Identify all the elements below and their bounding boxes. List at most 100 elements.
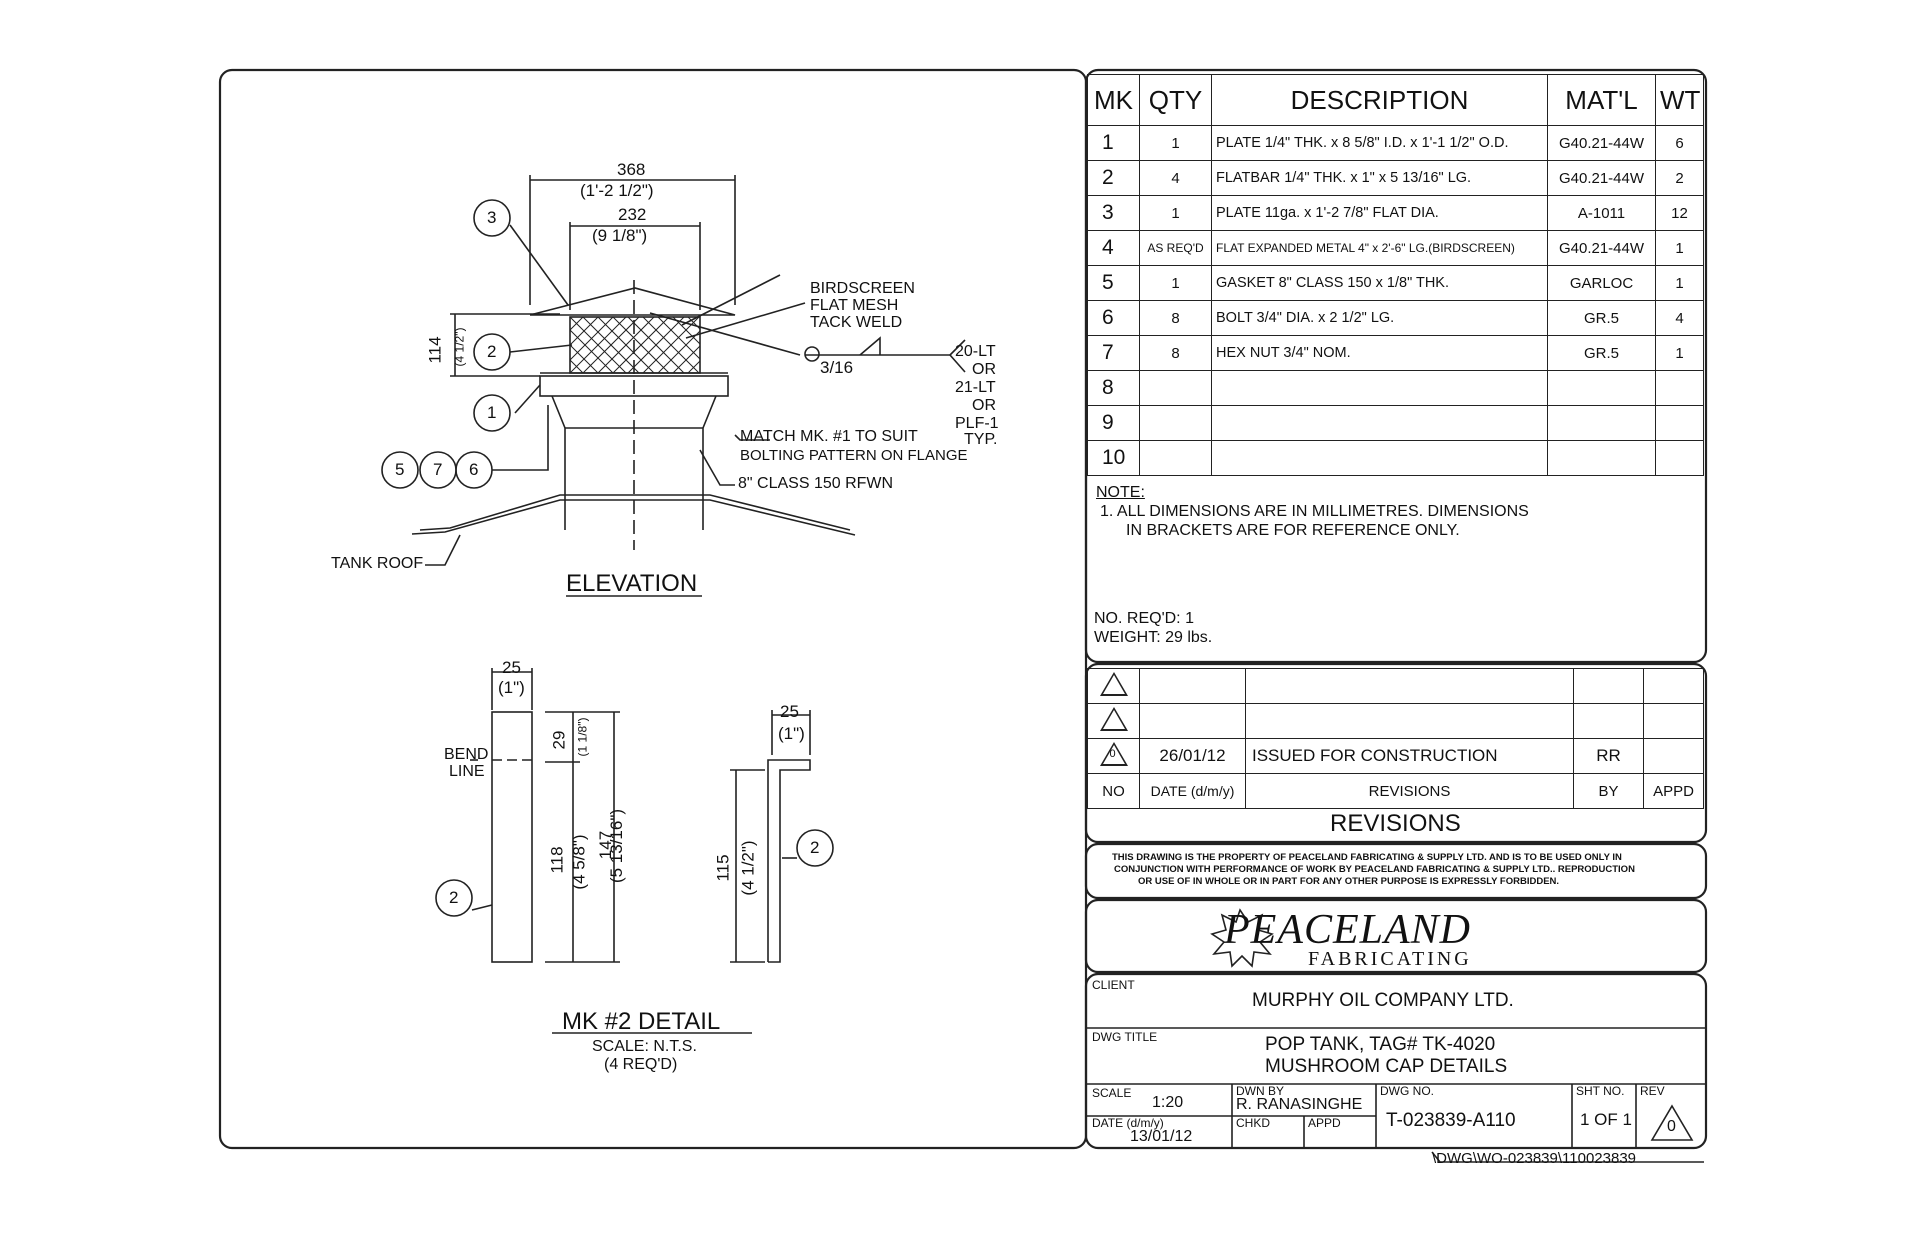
bom-wt: 1 bbox=[1655, 335, 1704, 371]
bom-mk: 4 bbox=[1087, 230, 1140, 266]
detail-qty: (4 REQ'D) bbox=[604, 1056, 678, 1073]
detail-side-dim-25-in: (1") bbox=[778, 724, 805, 743]
detail-dim-115: 115 bbox=[713, 854, 733, 882]
rev-by: RR bbox=[1573, 738, 1644, 774]
logo-sub: FABRICATING bbox=[1308, 948, 1472, 970]
bom-matl: GR.5 bbox=[1547, 335, 1656, 371]
appd-label: APPD bbox=[1308, 1116, 1341, 1130]
weld-spec-2: OR bbox=[972, 361, 996, 378]
logo-name: PEACELAND bbox=[1224, 907, 1471, 953]
weld-spec-1: 20-LT bbox=[955, 343, 996, 360]
rev-date: 26/01/12 bbox=[1139, 738, 1246, 774]
dwg-title-label: DWG TITLE bbox=[1092, 1030, 1158, 1044]
bom-desc bbox=[1211, 370, 1548, 406]
detail-balloon-2b: 2 bbox=[810, 838, 820, 857]
bom-desc: PLATE 11ga. x 1'-2 7/8" FLAT DIA. bbox=[1211, 195, 1548, 231]
label-tack-weld: TACK WELD bbox=[810, 314, 903, 331]
rev-by bbox=[1573, 703, 1644, 739]
table-row: 8 bbox=[1087, 370, 1704, 406]
drawing-path: \DWG\WO-023839\110023839 bbox=[1432, 1150, 1637, 1167]
bom-qty: 1 bbox=[1139, 265, 1212, 301]
dwg-no-value: T-023839-A110 bbox=[1386, 1110, 1516, 1131]
bom-qty: 1 bbox=[1139, 125, 1212, 161]
label-weld-size: 3/16 bbox=[820, 358, 854, 377]
bom-matl: G40.21-44W bbox=[1547, 230, 1656, 266]
rev-header-no: NO bbox=[1087, 773, 1140, 809]
bom-wt: 1 bbox=[1655, 230, 1704, 266]
total-weight: WEIGHT: 29 lbs. bbox=[1094, 629, 1213, 646]
note-line-2: IN BRACKETS ARE FOR REFERENCE ONLY. bbox=[1126, 522, 1460, 539]
bom-matl bbox=[1547, 440, 1656, 476]
rev-by bbox=[1573, 668, 1644, 704]
bom-desc: GASKET 8" CLASS 150 x 1/8" THK. bbox=[1211, 265, 1548, 301]
rev-desc bbox=[1245, 668, 1574, 704]
detail-dim-29: 29 bbox=[549, 730, 569, 750]
bom-qty bbox=[1139, 405, 1212, 441]
note-title: NOTE: bbox=[1096, 484, 1145, 501]
sheet-label: SHT NO. bbox=[1576, 1084, 1625, 1098]
balloon-2: 2 bbox=[487, 342, 497, 361]
dwn-by-value: R. RANASINGHE bbox=[1236, 1096, 1363, 1113]
detail-dim-118-in: (4 5/8") bbox=[569, 834, 589, 890]
elevation-title: ELEVATION bbox=[566, 570, 698, 597]
rev-date bbox=[1139, 668, 1246, 704]
bom-matl: G40.21-44W bbox=[1547, 160, 1656, 196]
elevation-dim-368: 368 bbox=[617, 160, 646, 179]
detail-scale: SCALE: N.T.S. bbox=[592, 1038, 697, 1055]
sheet-value: 1 OF 1 bbox=[1580, 1110, 1632, 1129]
rev-desc: ISSUED FOR CONSTRUCTION bbox=[1245, 738, 1574, 774]
bom-wt: 4 bbox=[1655, 300, 1704, 336]
detail-dim-115-in: (4 1/2") bbox=[738, 840, 758, 896]
bom-wt: 1 bbox=[1655, 265, 1704, 301]
detail-dim-29-in: (1 1/8") bbox=[575, 717, 590, 757]
label-bend: BEND bbox=[444, 746, 489, 763]
rev-no bbox=[1087, 668, 1140, 704]
bom-header-material: MAT'L bbox=[1547, 74, 1656, 126]
bom-qty: 4 bbox=[1139, 160, 1212, 196]
balloon-1: 1 bbox=[487, 403, 497, 422]
elevation-dim-114-in: (4 1/2") bbox=[452, 327, 467, 367]
rev-appd bbox=[1643, 668, 1704, 704]
bom-matl bbox=[1547, 370, 1656, 406]
balloon-7: 7 bbox=[433, 460, 443, 479]
bom-desc bbox=[1211, 405, 1548, 441]
dwn-by-label: DWN BY bbox=[1236, 1084, 1284, 1098]
client-name: MURPHY OIL COMPANY LTD. bbox=[1252, 990, 1514, 1011]
bom-desc: HEX NUT 3/4" NOM. bbox=[1211, 335, 1548, 371]
disclaimer-line-1: THIS DRAWING IS THE PROPERTY OF PEACELAN… bbox=[1112, 852, 1622, 863]
bom-header-qty: QTY bbox=[1139, 74, 1212, 126]
detail-dim-147-in: (5 13/16") bbox=[607, 808, 627, 884]
bom-matl: G40.21-44W bbox=[1547, 125, 1656, 161]
bom-matl: GARLOC bbox=[1547, 265, 1656, 301]
detail-side-dim-25: 25 bbox=[780, 702, 799, 721]
dwg-no-label: DWG NO. bbox=[1380, 1084, 1434, 1098]
balloon-6: 6 bbox=[469, 460, 479, 479]
bom-header: MK QTY DESCRIPTION MAT'L WT bbox=[1087, 74, 1704, 126]
weld-spec-3: 21-LT bbox=[955, 379, 996, 396]
bom-header-weight: WT bbox=[1655, 74, 1704, 126]
bom-mk: 7 bbox=[1087, 335, 1140, 371]
weld-spec-5: PLF-1 bbox=[955, 415, 999, 432]
elevation-dim-368-in: (1'-2 1/2") bbox=[580, 181, 654, 200]
rev-date bbox=[1139, 703, 1246, 739]
bom-header-mk: MK bbox=[1087, 74, 1140, 126]
bom-mk: 10 bbox=[1087, 440, 1140, 476]
date-value: 13/01/12 bbox=[1130, 1128, 1193, 1145]
bom-qty: AS REQ'D bbox=[1139, 230, 1212, 266]
rev-appd bbox=[1643, 738, 1704, 774]
bom-matl: GR.5 bbox=[1547, 300, 1656, 336]
balloon-5: 5 bbox=[395, 460, 405, 479]
chkd-label: CHKD bbox=[1236, 1116, 1271, 1130]
elevation-dim-114: 114 bbox=[425, 336, 445, 364]
revision-triangle-icon bbox=[1099, 671, 1128, 696]
bom-mk: 8 bbox=[1087, 370, 1140, 406]
balloon-3: 3 bbox=[487, 208, 497, 227]
bom-desc: BOLT 3/4" DIA. x 2 1/2" LG. bbox=[1211, 300, 1548, 336]
bom-mk: 3 bbox=[1087, 195, 1140, 231]
